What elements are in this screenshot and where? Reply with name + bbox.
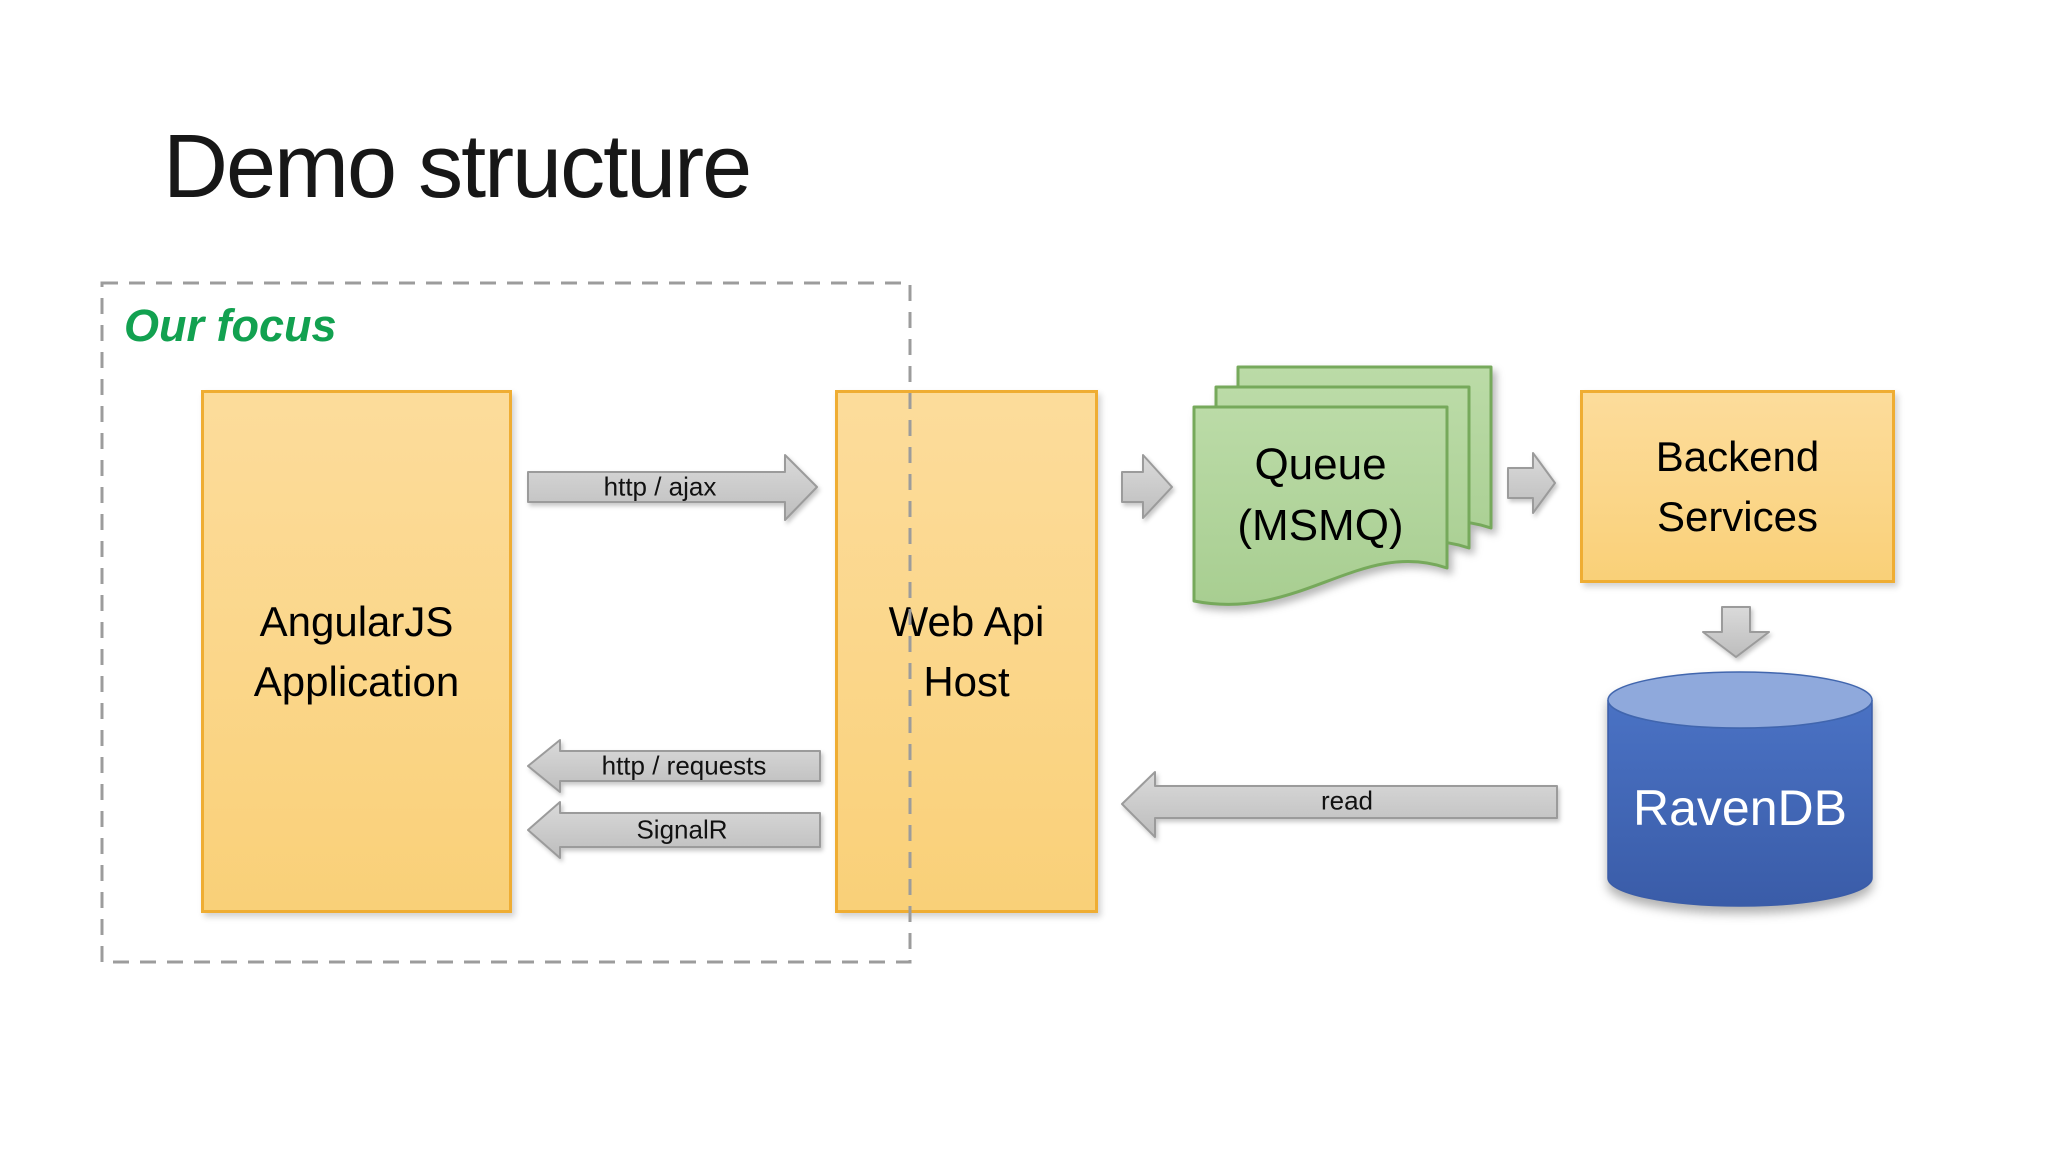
node-label-line: (MSMQ) <box>1237 501 1404 550</box>
read-arrow-label: read <box>1320 785 1374 816</box>
slide-title: Demo structure <box>163 117 752 217</box>
node-label-line: Services <box>1656 492 1819 540</box>
database-cylinder-top <box>1607 671 1873 729</box>
node-backend-services: Backend Services <box>1580 390 1895 583</box>
node-web-api-host: Web Api Host <box>835 390 1098 913</box>
node-label-line: Host <box>923 657 1010 705</box>
queue-document-front <box>1192 405 1449 606</box>
http-requests-arrow-label: http / requests <box>601 750 767 781</box>
node-label: Backend Services <box>1656 427 1819 547</box>
http-ajax-arrow-label: http / ajax <box>603 471 717 502</box>
read-arrow <box>1121 771 1558 838</box>
focus-region-label: Our focus <box>124 300 337 351</box>
node-label-line: Queue <box>1254 440 1387 489</box>
node-ravendb-label: RavenDB <box>1608 778 1872 838</box>
node-label-line: AngularJS <box>259 597 454 645</box>
backend-to-ravendb-arrow <box>1702 606 1770 658</box>
node-label: Web Api Host <box>889 592 1045 712</box>
node-label-line: RavenDB <box>1633 780 1847 836</box>
node-label-line: Application <box>253 657 460 705</box>
node-label-line: Backend <box>1655 432 1820 480</box>
node-label: AngularJS Application <box>254 592 459 712</box>
node-queue-msmq-label: Queue (MSMQ) <box>1194 410 1447 580</box>
node-label-line: Web Api <box>888 597 1045 645</box>
signalr-arrow-label: SignalR <box>636 814 728 845</box>
queue-to-backend-arrow <box>1507 452 1556 514</box>
webapi-to-queue-arrow <box>1121 454 1173 519</box>
node-angularjs-application: AngularJS Application <box>201 390 512 913</box>
